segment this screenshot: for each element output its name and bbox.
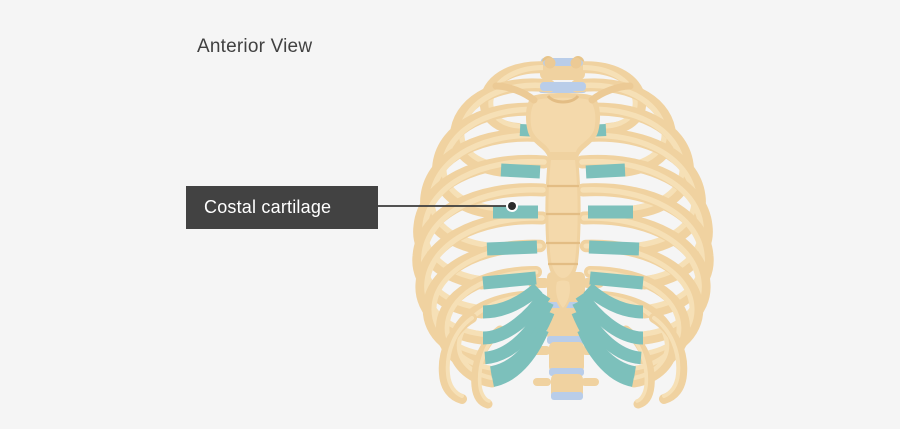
callout-leader [378,200,518,212]
page-title: Anterior View [197,36,313,57]
callout-label-box[interactable]: Costal cartilage [186,186,378,229]
costal-cartilage-left [482,124,555,387]
costal-cartilage-right [571,124,644,387]
sternum [525,93,601,312]
callout-label-text: Costal cartilage [204,197,332,217]
upper-thoracic-detail [492,82,634,104]
thoracic-vertebra-t1 [540,57,586,91]
